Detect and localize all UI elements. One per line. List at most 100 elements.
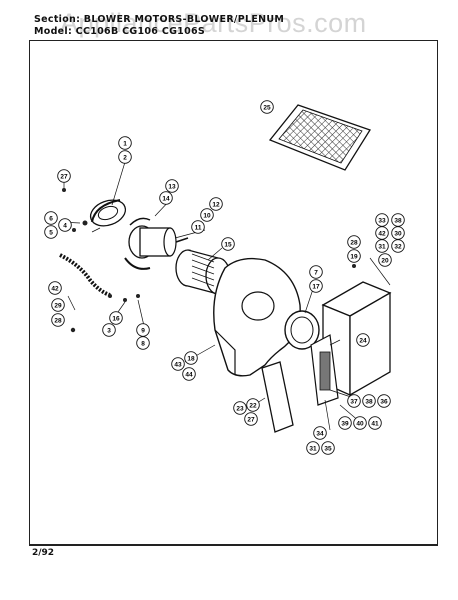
callout-41: 41 — [368, 416, 382, 430]
callout-38: 38 — [362, 394, 376, 408]
revision-date: 2/92 — [32, 548, 55, 558]
callout-4: 4 — [58, 218, 72, 232]
callout-label: 6 — [49, 215, 53, 222]
callout-circle — [109, 311, 123, 325]
plenum-part — [310, 281, 392, 406]
callout-label: 13 — [168, 183, 176, 190]
callout-circle — [375, 239, 389, 253]
callout-label: 19 — [350, 253, 358, 260]
callout-circle — [362, 394, 376, 408]
callout-label: 3 — [107, 327, 111, 334]
callout-6: 6 — [44, 211, 58, 225]
callout-circle — [233, 401, 247, 415]
callout-circle — [391, 239, 405, 253]
callout-35: 35 — [321, 441, 335, 455]
callout-label: 11 — [195, 224, 202, 231]
callout-5: 5 — [44, 225, 58, 239]
callout-10: 10 — [200, 208, 214, 222]
callout-label: 17 — [312, 283, 320, 290]
callout-label: 44 — [185, 371, 193, 378]
footer-divider — [29, 545, 438, 546]
callout-11: 11 — [191, 220, 205, 234]
callout-label: 1 — [123, 140, 127, 147]
callout-label: 10 — [203, 212, 211, 219]
callout-label: 39 — [341, 420, 349, 427]
callout-circle — [244, 412, 258, 426]
blower-housing-part — [213, 257, 301, 377]
callout-circle — [48, 281, 62, 295]
motor-mount-part — [82, 199, 127, 227]
callout-label: 20 — [381, 257, 389, 264]
callout-1: 1 — [118, 136, 132, 150]
callout-circle — [246, 398, 260, 412]
callout-circle — [306, 441, 320, 455]
callout-circle — [309, 279, 323, 293]
callout-circle — [44, 225, 58, 239]
callout-27: 27 — [57, 169, 71, 183]
callout-43: 43 — [171, 357, 185, 371]
section-title: Section: BLOWER MOTORS-BLOWER/PLENUM — [34, 14, 285, 25]
callout-label: 31 — [378, 243, 386, 250]
callout-circle — [221, 237, 235, 251]
callout-label: 23 — [236, 405, 244, 412]
callout-42: 42 — [48, 281, 62, 295]
callout-label: 12 — [212, 201, 220, 208]
callout-3: 3 — [102, 323, 116, 337]
callout-circle — [353, 416, 367, 430]
callout-30: 30 — [391, 226, 405, 240]
callout-label: 14 — [162, 195, 170, 202]
callout-circle — [200, 208, 214, 222]
callout-circle — [347, 394, 361, 408]
callout-circle — [165, 179, 179, 193]
callout-circle — [260, 100, 274, 114]
callout-circle — [191, 220, 205, 234]
callout-label: 8 — [141, 340, 145, 347]
callout-label: 18 — [187, 355, 195, 362]
callout-circle — [347, 249, 361, 263]
callout-label: 32 — [394, 243, 402, 250]
callout-label: 35 — [324, 445, 332, 452]
callout-15: 15 — [221, 237, 235, 251]
access-panel-part — [261, 361, 294, 433]
callout-label: 9 — [141, 327, 145, 334]
callout-circle — [51, 313, 65, 327]
callout-circle — [321, 441, 335, 455]
callout-label: 29 — [54, 302, 62, 309]
callout-20: 20 — [378, 253, 392, 267]
callout-label: 24 — [359, 337, 367, 344]
callout-label: 5 — [49, 229, 53, 236]
callout-label: 31 — [309, 445, 317, 452]
callout-8: 8 — [136, 336, 150, 350]
callout-circle — [159, 191, 173, 205]
callout-31: 31 — [306, 441, 320, 455]
callout-label: 38 — [365, 398, 373, 405]
callout-19: 19 — [347, 249, 361, 263]
callout-label: 42 — [51, 285, 59, 292]
callout-40: 40 — [353, 416, 367, 430]
callout-circle — [309, 265, 323, 279]
callout-label: 33 — [378, 217, 386, 224]
callout-circle — [347, 235, 361, 249]
callout-label: 42 — [378, 230, 386, 237]
callout-label: 28 — [54, 317, 62, 324]
callout-9: 9 — [136, 323, 150, 337]
callout-label: 27 — [60, 173, 68, 180]
callout-label: 27 — [247, 416, 255, 423]
callout-label: 38 — [394, 217, 402, 224]
callout-label: 43 — [174, 361, 182, 368]
callout-44: 44 — [182, 367, 196, 381]
inlet-ring-part — [284, 310, 320, 350]
callout-circle — [313, 426, 327, 440]
callout-circle — [377, 394, 391, 408]
callout-34: 34 — [313, 426, 327, 440]
callout-label: 41 — [371, 420, 379, 427]
callout-circle — [184, 351, 198, 365]
callout-label: 34 — [316, 430, 324, 437]
blower-wheel-part — [175, 249, 231, 295]
callout-2: 2 — [118, 150, 132, 164]
callout-14: 14 — [159, 191, 173, 205]
callout-29: 29 — [51, 298, 65, 312]
blower-motor-part — [124, 217, 189, 270]
callout-label: 25 — [263, 104, 271, 111]
